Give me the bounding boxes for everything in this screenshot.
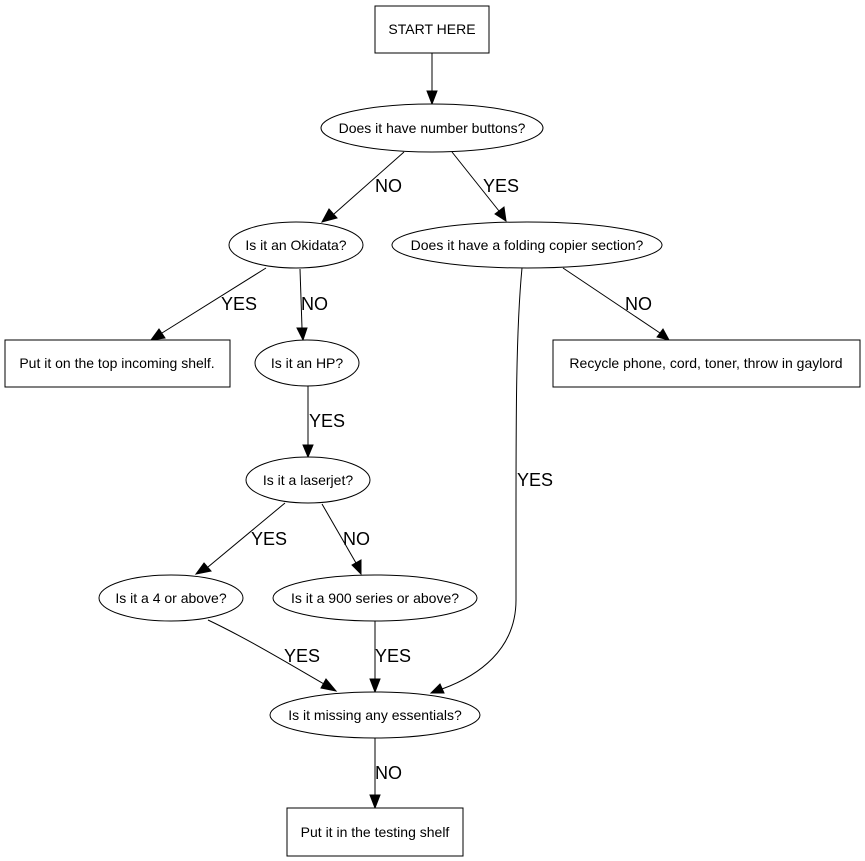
svg-text:Is it missing any essentials?: Is it missing any essentials? xyxy=(288,707,462,723)
edge-label-yes: YES xyxy=(517,470,553,490)
edge-essentials-to-testing-shelf: NO xyxy=(369,738,402,810)
svg-text:Does it have number buttons?: Does it have number buttons? xyxy=(339,120,526,136)
node-nine-hundred: Is it a 900 series or above? xyxy=(272,574,478,622)
svg-text:Is it a 4 or above?: Is it a 4 or above? xyxy=(115,590,227,606)
svg-text:Put it in the testing shelf: Put it in the testing shelf xyxy=(301,824,450,840)
edge-start-to-number-buttons xyxy=(426,53,438,106)
edge-okidata-to-hp: NO xyxy=(296,268,328,342)
edge-laserjet-to-four-or-above: YES xyxy=(194,502,287,575)
svg-text:Is it an Okidata?: Is it an Okidata? xyxy=(245,237,346,253)
edge-laserjet-to-nine-hundred: NO xyxy=(321,503,370,576)
svg-text:Put it on the top incoming she: Put it on the top incoming shelf. xyxy=(19,355,214,371)
edge-number-buttons-to-folding-copier: YES xyxy=(451,151,519,223)
edge-label-no: NO xyxy=(301,294,328,314)
edge-label-yes: YES xyxy=(221,294,257,314)
edge-folding-copier-to-essentials: YES xyxy=(429,267,553,694)
edge-nine-hundred-to-essentials: YES xyxy=(369,621,411,694)
node-laserjet: Is it a laserjet? xyxy=(245,456,371,504)
edge-four-or-above-to-essentials: YES xyxy=(207,619,338,692)
svg-text:Is it a 900 series or above?: Is it a 900 series or above? xyxy=(291,590,459,606)
node-recycle: Recycle phone, cord, toner, throw in gay… xyxy=(552,339,861,388)
edge-number-buttons-to-okidata: NO xyxy=(321,151,405,223)
node-start: START HERE xyxy=(374,5,490,54)
node-top-shelf: Put it on the top incoming shelf. xyxy=(4,339,231,388)
edge-label-yes: YES xyxy=(483,176,519,196)
node-four-or-above: Is it a 4 or above? xyxy=(98,574,244,622)
svg-text:Is it a laserjet?: Is it a laserjet? xyxy=(263,472,353,488)
svg-text:START HERE: START HERE xyxy=(388,21,475,37)
svg-text:Recycle phone, cord, toner, th: Recycle phone, cord, toner, throw in gay… xyxy=(569,355,842,371)
node-essentials: Is it missing any essentials? xyxy=(269,691,481,739)
edge-label-yes: YES xyxy=(284,646,320,666)
edge-folding-copier-to-recycle: NO xyxy=(562,267,670,341)
edge-label-no: NO xyxy=(625,294,652,314)
edge-label-no: NO xyxy=(375,176,402,196)
node-number-buttons: Does it have number buttons? xyxy=(320,103,544,153)
svg-text:Is it an HP?: Is it an HP? xyxy=(271,355,344,371)
node-folding-copier: Does it have a folding copier section? xyxy=(391,221,663,269)
svg-text:Does it have a folding copier: Does it have a folding copier section? xyxy=(411,237,644,253)
edge-label-yes: YES xyxy=(309,411,345,431)
edge-okidata-to-top-shelf: YES xyxy=(149,267,267,341)
node-hp: Is it an HP? xyxy=(254,339,360,387)
node-okidata: Is it an Okidata? xyxy=(228,221,364,269)
edge-label-no: NO xyxy=(375,763,402,783)
node-testing-shelf: Put it in the testing shelf xyxy=(286,807,464,857)
edge-label-yes: YES xyxy=(375,646,411,666)
edge-label-yes: YES xyxy=(251,529,287,549)
edge-label-no: NO xyxy=(343,529,370,549)
edge-hp-to-laserjet: YES xyxy=(302,386,345,459)
